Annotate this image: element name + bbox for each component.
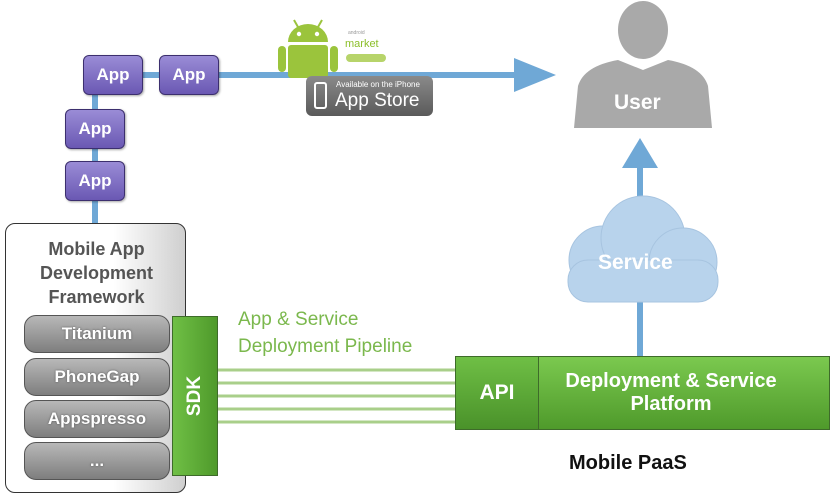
pipeline-label-line-1: App & Service <box>238 309 359 330</box>
platform-label-line: Deployment & Service <box>565 370 777 392</box>
platform-label-line: Platform <box>630 393 712 415</box>
framework-item-phonegap: PhoneGap <box>24 358 170 396</box>
framework-item-more: ... <box>24 442 170 480</box>
arrow-to-user-head <box>514 58 556 92</box>
android-icon <box>278 19 338 78</box>
platform-label: Deployment & Service Platform <box>545 370 797 416</box>
iphone-icon <box>314 82 327 109</box>
app-box: App <box>65 109 125 149</box>
pipeline-label-line-2: Deployment Pipeline <box>238 336 413 357</box>
app-store-badge <box>306 76 433 116</box>
app-store-label: App Store <box>335 90 420 111</box>
market-small-label: android <box>348 30 365 36</box>
framework-title-line: Mobile App <box>48 239 145 259</box>
mobile-paas-label: Mobile PaaS <box>569 452 687 474</box>
app-box: App <box>159 55 219 95</box>
app-box: App <box>65 161 125 201</box>
sdk-label: SDK <box>184 375 205 417</box>
market-bar <box>346 54 386 62</box>
app-box: App <box>83 55 143 95</box>
framework-title-line: Development <box>39 263 154 283</box>
service-label: Service <box>598 251 673 274</box>
market-label: market <box>345 38 379 50</box>
framework-box: Mobile App Development Framework Titaniu… <box>5 223 186 493</box>
user-label: User <box>614 91 661 114</box>
service-cloud-icon <box>567 195 719 303</box>
framework-title-line: Framework <box>48 287 145 307</box>
api-box: API <box>455 356 539 430</box>
framework-item-titanium: Titanium <box>24 315 170 353</box>
app-store-small-label: Available on the iPhone <box>336 80 420 89</box>
framework-item-appspresso: Appspresso <box>24 400 170 438</box>
framework-title: Mobile App Development Framework <box>6 237 187 309</box>
arrow-service-to-user-head <box>622 138 658 168</box>
user-icon <box>574 1 712 128</box>
sdk-box: SDK <box>172 316 218 476</box>
